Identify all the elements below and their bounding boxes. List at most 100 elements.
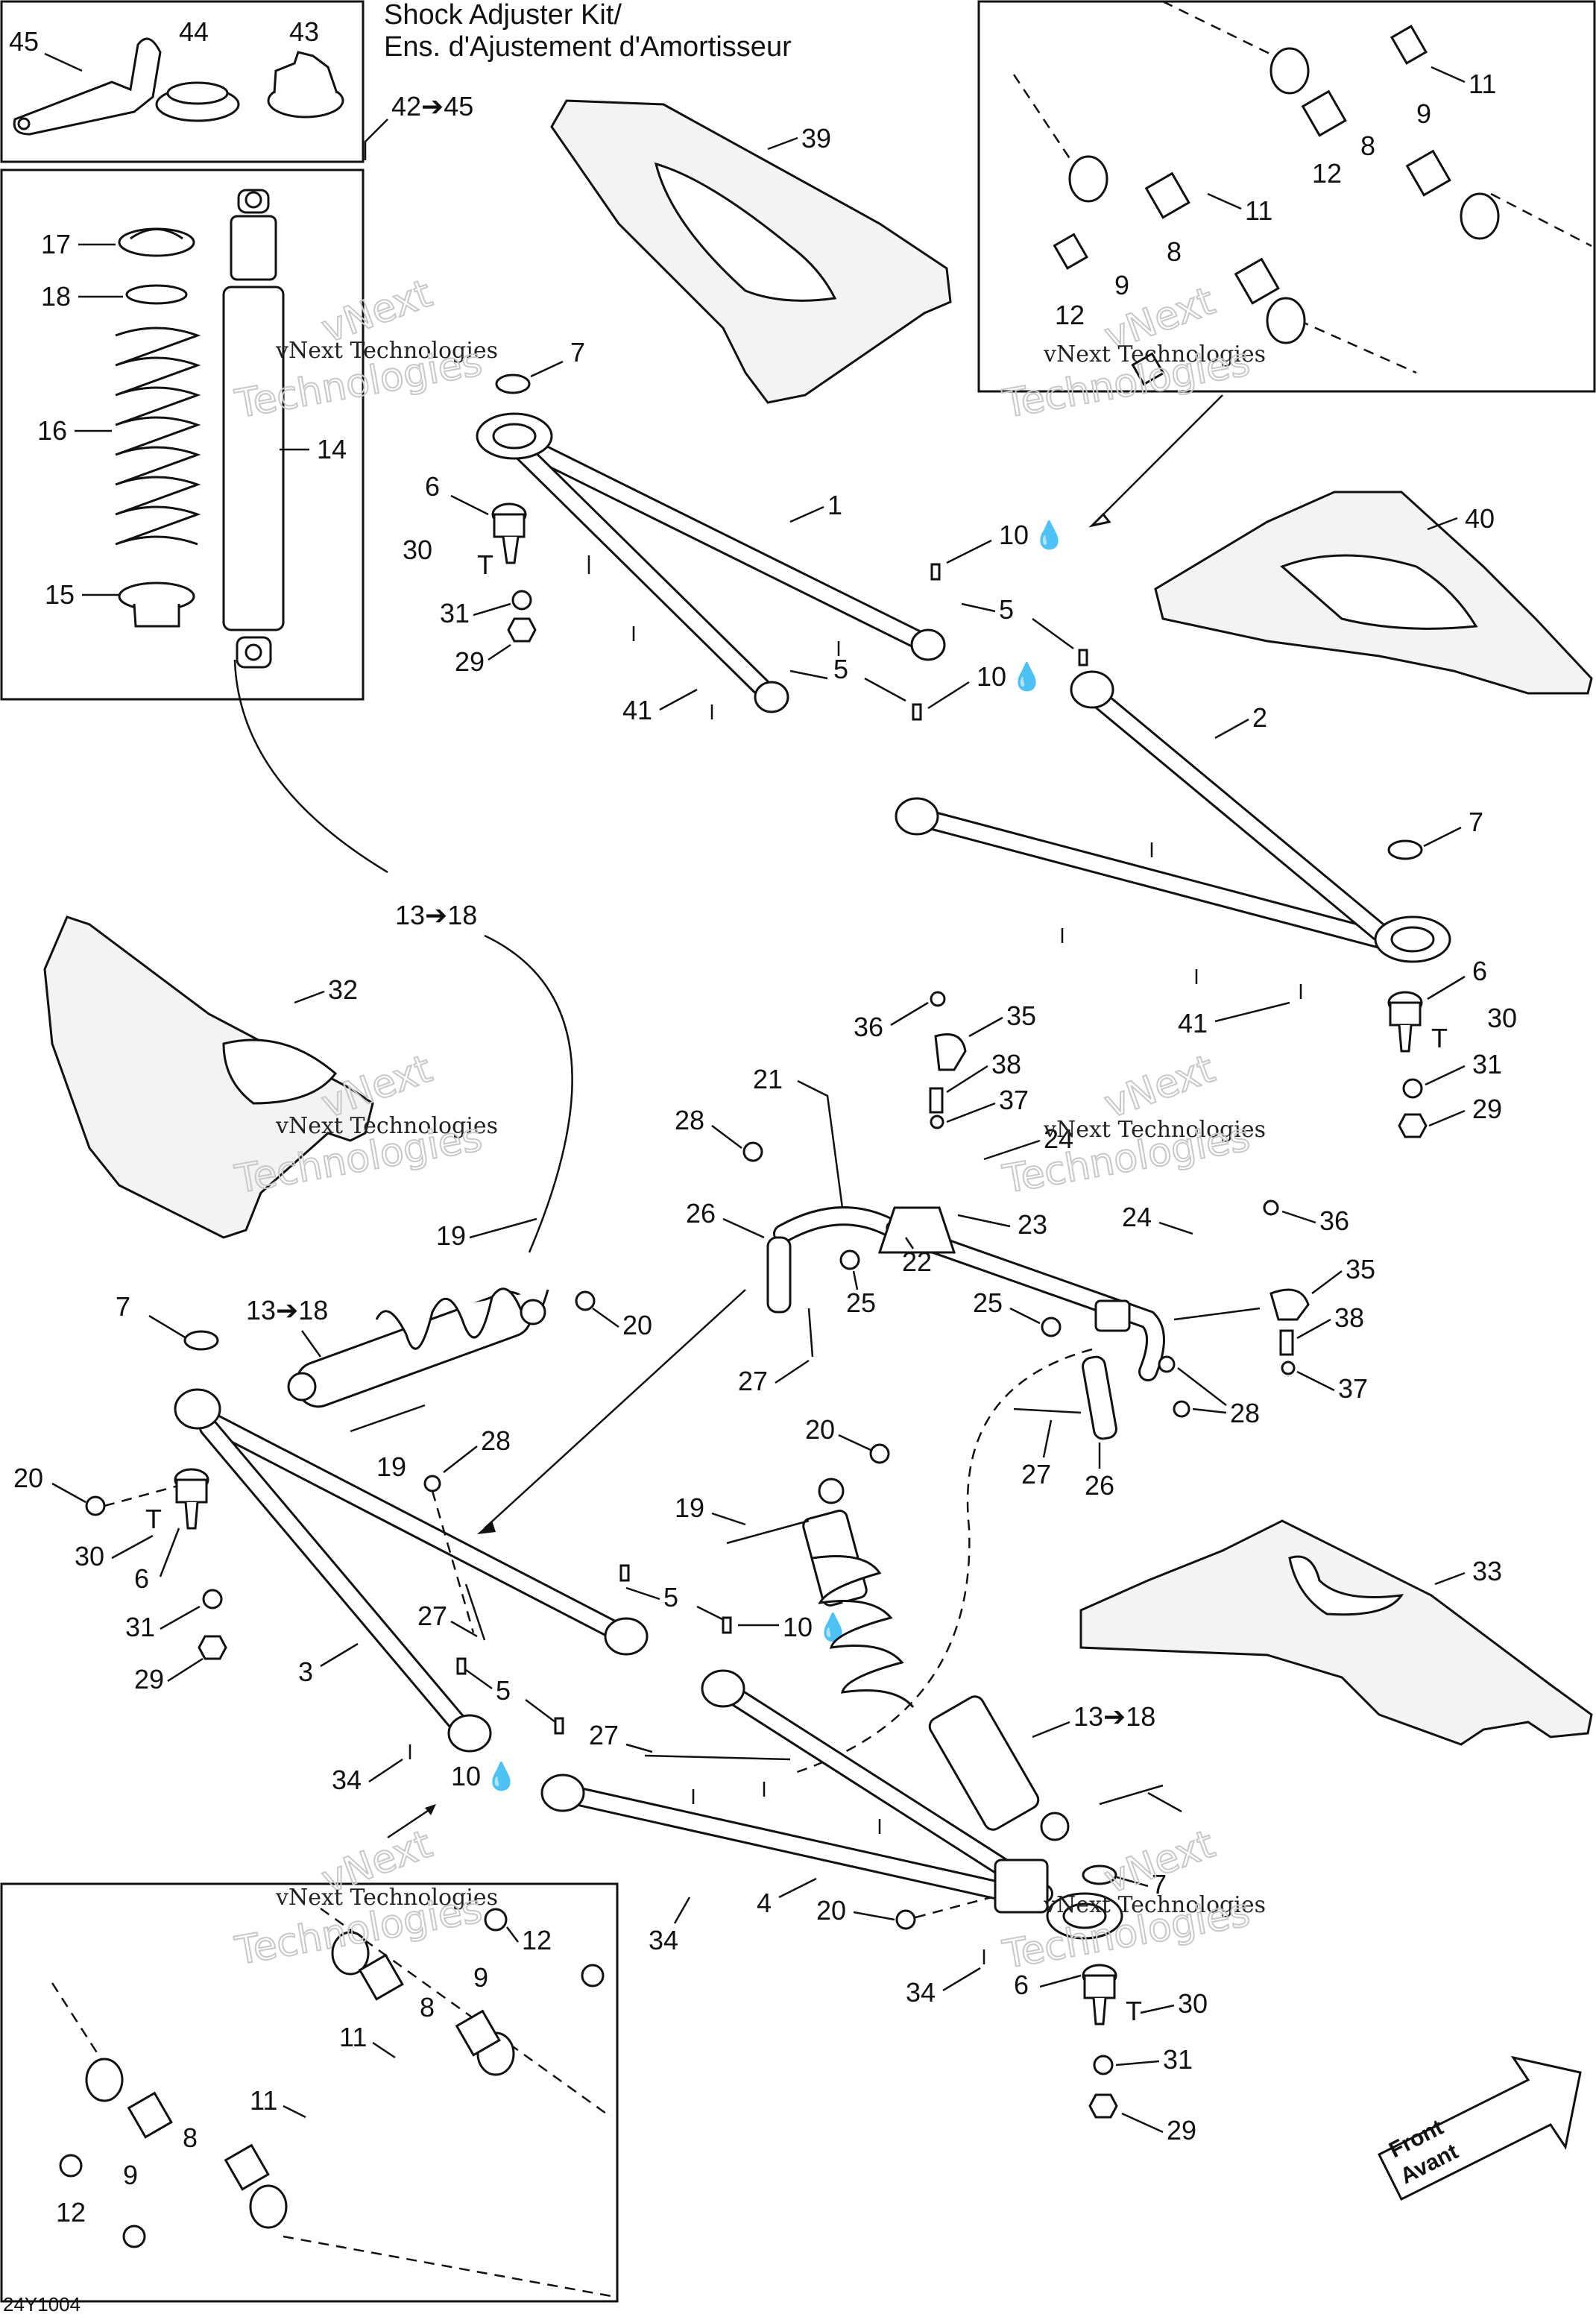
callout-4: 4	[757, 1888, 772, 1918]
spacer-part-38a	[929, 1087, 944, 1114]
svg-text:vNext Technologies: vNext Technologies	[275, 1885, 498, 1911]
nut-part-28b1	[1158, 1355, 1176, 1373]
callout-30a: 30	[403, 535, 432, 565]
callout-28a: 28	[675, 1105, 704, 1135]
callout-27d: 27	[589, 1720, 619, 1750]
callout-27b: 27	[1021, 1459, 1051, 1489]
callout-9b: 9	[1114, 270, 1129, 300]
callout-31b: 31	[1472, 1049, 1502, 1079]
nut-part-20c	[869, 1443, 890, 1464]
a-arm-part-3	[174, 1388, 649, 1753]
lower-spring-seat-part-15	[118, 581, 195, 628]
callout-30c: 30	[75, 1541, 104, 1571]
callout-9a: 9	[1416, 98, 1431, 129]
callout-10a: 10	[999, 520, 1029, 550]
callout-13-18c: 13➔18	[1073, 1701, 1155, 1732]
bushing-bracket-part-23	[877, 1206, 956, 1254]
rear-bushing-detail-parts	[1012, 0, 1592, 386]
callout-26a: 26	[686, 1198, 716, 1229]
shock-absorber-assembly-bottom	[802, 1478, 1070, 1841]
callout-31d: 31	[1163, 2044, 1193, 2075]
ball-joint-part-6d	[1082, 1964, 1117, 2025]
retaining-ring-part-7d	[1082, 1864, 1117, 1885]
callout-15: 15	[45, 579, 75, 610]
callout-10b: 10	[977, 661, 1006, 692]
callout-16: 16	[37, 415, 67, 446]
front-bushing-detail-box	[0, 1882, 619, 2303]
callout-11d: 11	[250, 2085, 277, 2116]
watermark-2: vNext vNext Technologies Technologies	[999, 278, 1266, 428]
nut-part-37a	[930, 1115, 944, 1129]
callout-27a: 27	[738, 1366, 768, 1396]
callout-41b: 41	[1178, 1008, 1208, 1038]
bolt-part-19b	[350, 1404, 426, 1433]
callout-12c: 12	[522, 1925, 552, 1955]
callout-9c: 9	[473, 1962, 488, 1993]
callout-22: 22	[902, 1246, 932, 1277]
clamp-part-35b	[1269, 1288, 1310, 1321]
callout-29a: 29	[455, 646, 485, 677]
ring-part-44	[155, 81, 240, 122]
callout-30b: 30	[1487, 1003, 1517, 1033]
callout-5d: 5	[496, 1675, 511, 1706]
svg-text:vNext Technologies: vNext Technologies	[1043, 341, 1266, 368]
clamp-part-35a	[934, 1033, 967, 1071]
nut-part-25b	[1041, 1317, 1062, 1337]
bolt-part-19c	[726, 1519, 810, 1545]
callout-44: 44	[179, 16, 209, 47]
callout-31c: 31	[125, 1612, 155, 1642]
callout-14: 14	[317, 434, 347, 464]
callout-20b: 20	[13, 1463, 43, 1493]
cotter-pin-30a: T	[477, 549, 493, 580]
bolt-part-36a	[930, 991, 946, 1007]
nut-part-29b	[1398, 1113, 1428, 1138]
callout-40: 40	[1465, 503, 1495, 534]
watermark-5: vNext vNext Technologies Technologies	[231, 1821, 498, 1975]
callout-10d: 10	[451, 1761, 481, 1791]
callout-8d: 8	[183, 2122, 198, 2153]
grease-mark-10d: 💧	[485, 1761, 518, 1791]
callout-3: 3	[298, 1656, 313, 1687]
callout-6d: 6	[1014, 1970, 1029, 2000]
nut-part-28a	[742, 1141, 763, 1162]
adjuster-collar-part-43	[267, 51, 344, 119]
callout-6a: 6	[425, 471, 440, 502]
grease-fitting-10d1	[554, 1717, 564, 1735]
callout-19a: 19	[436, 1220, 466, 1251]
callout-30d: 30	[1178, 1988, 1208, 2019]
grease-fitting-10b	[912, 703, 922, 721]
callout-10c: 10	[783, 1612, 813, 1642]
kit-title-line1: Shock Adjuster Kit/	[384, 0, 622, 31]
callout-7c: 7	[116, 1291, 130, 1322]
callout-9d: 9	[123, 2160, 138, 2190]
callout-6b: 6	[1472, 956, 1487, 986]
retaining-ring-part-7c	[183, 1330, 219, 1351]
ball-joint-part-6b	[1387, 991, 1423, 1053]
callout-12b: 12	[1055, 300, 1085, 330]
washer-part-31b	[1402, 1078, 1423, 1099]
sway-bar-link-part-26a	[766, 1236, 792, 1314]
callout-19b: 19	[376, 1451, 406, 1482]
callout-7d: 7	[1152, 1869, 1167, 1900]
callout-28b: 28	[1230, 1398, 1260, 1428]
callout-33: 33	[1472, 1556, 1502, 1586]
callout-5a: 5	[999, 594, 1014, 625]
washer-part-31c	[202, 1589, 223, 1610]
retaining-ring-part-7b	[1387, 839, 1423, 860]
bolt-part-27a	[807, 1308, 814, 1358]
callout-25a: 25	[846, 1287, 876, 1318]
callout-34a: 34	[332, 1765, 362, 1795]
callout-39: 39	[801, 123, 831, 154]
nut-part-29d	[1088, 2093, 1118, 2119]
bolts-part-41a	[587, 555, 840, 719]
shock-absorber-part-14	[222, 189, 285, 669]
callout-7b: 7	[1469, 807, 1483, 837]
nut-part-29a	[507, 617, 537, 643]
callout-28c: 28	[481, 1425, 511, 1456]
callout-7a: 7	[570, 337, 585, 368]
callout-18: 18	[41, 281, 71, 312]
a-arm-protector-part-33	[1079, 1519, 1593, 1746]
watermark-4: vNext vNext Technologies Technologies	[999, 1046, 1266, 1203]
cotter-pin-30b: T	[1431, 1023, 1448, 1053]
ball-joint-part-6c	[174, 1468, 209, 1530]
